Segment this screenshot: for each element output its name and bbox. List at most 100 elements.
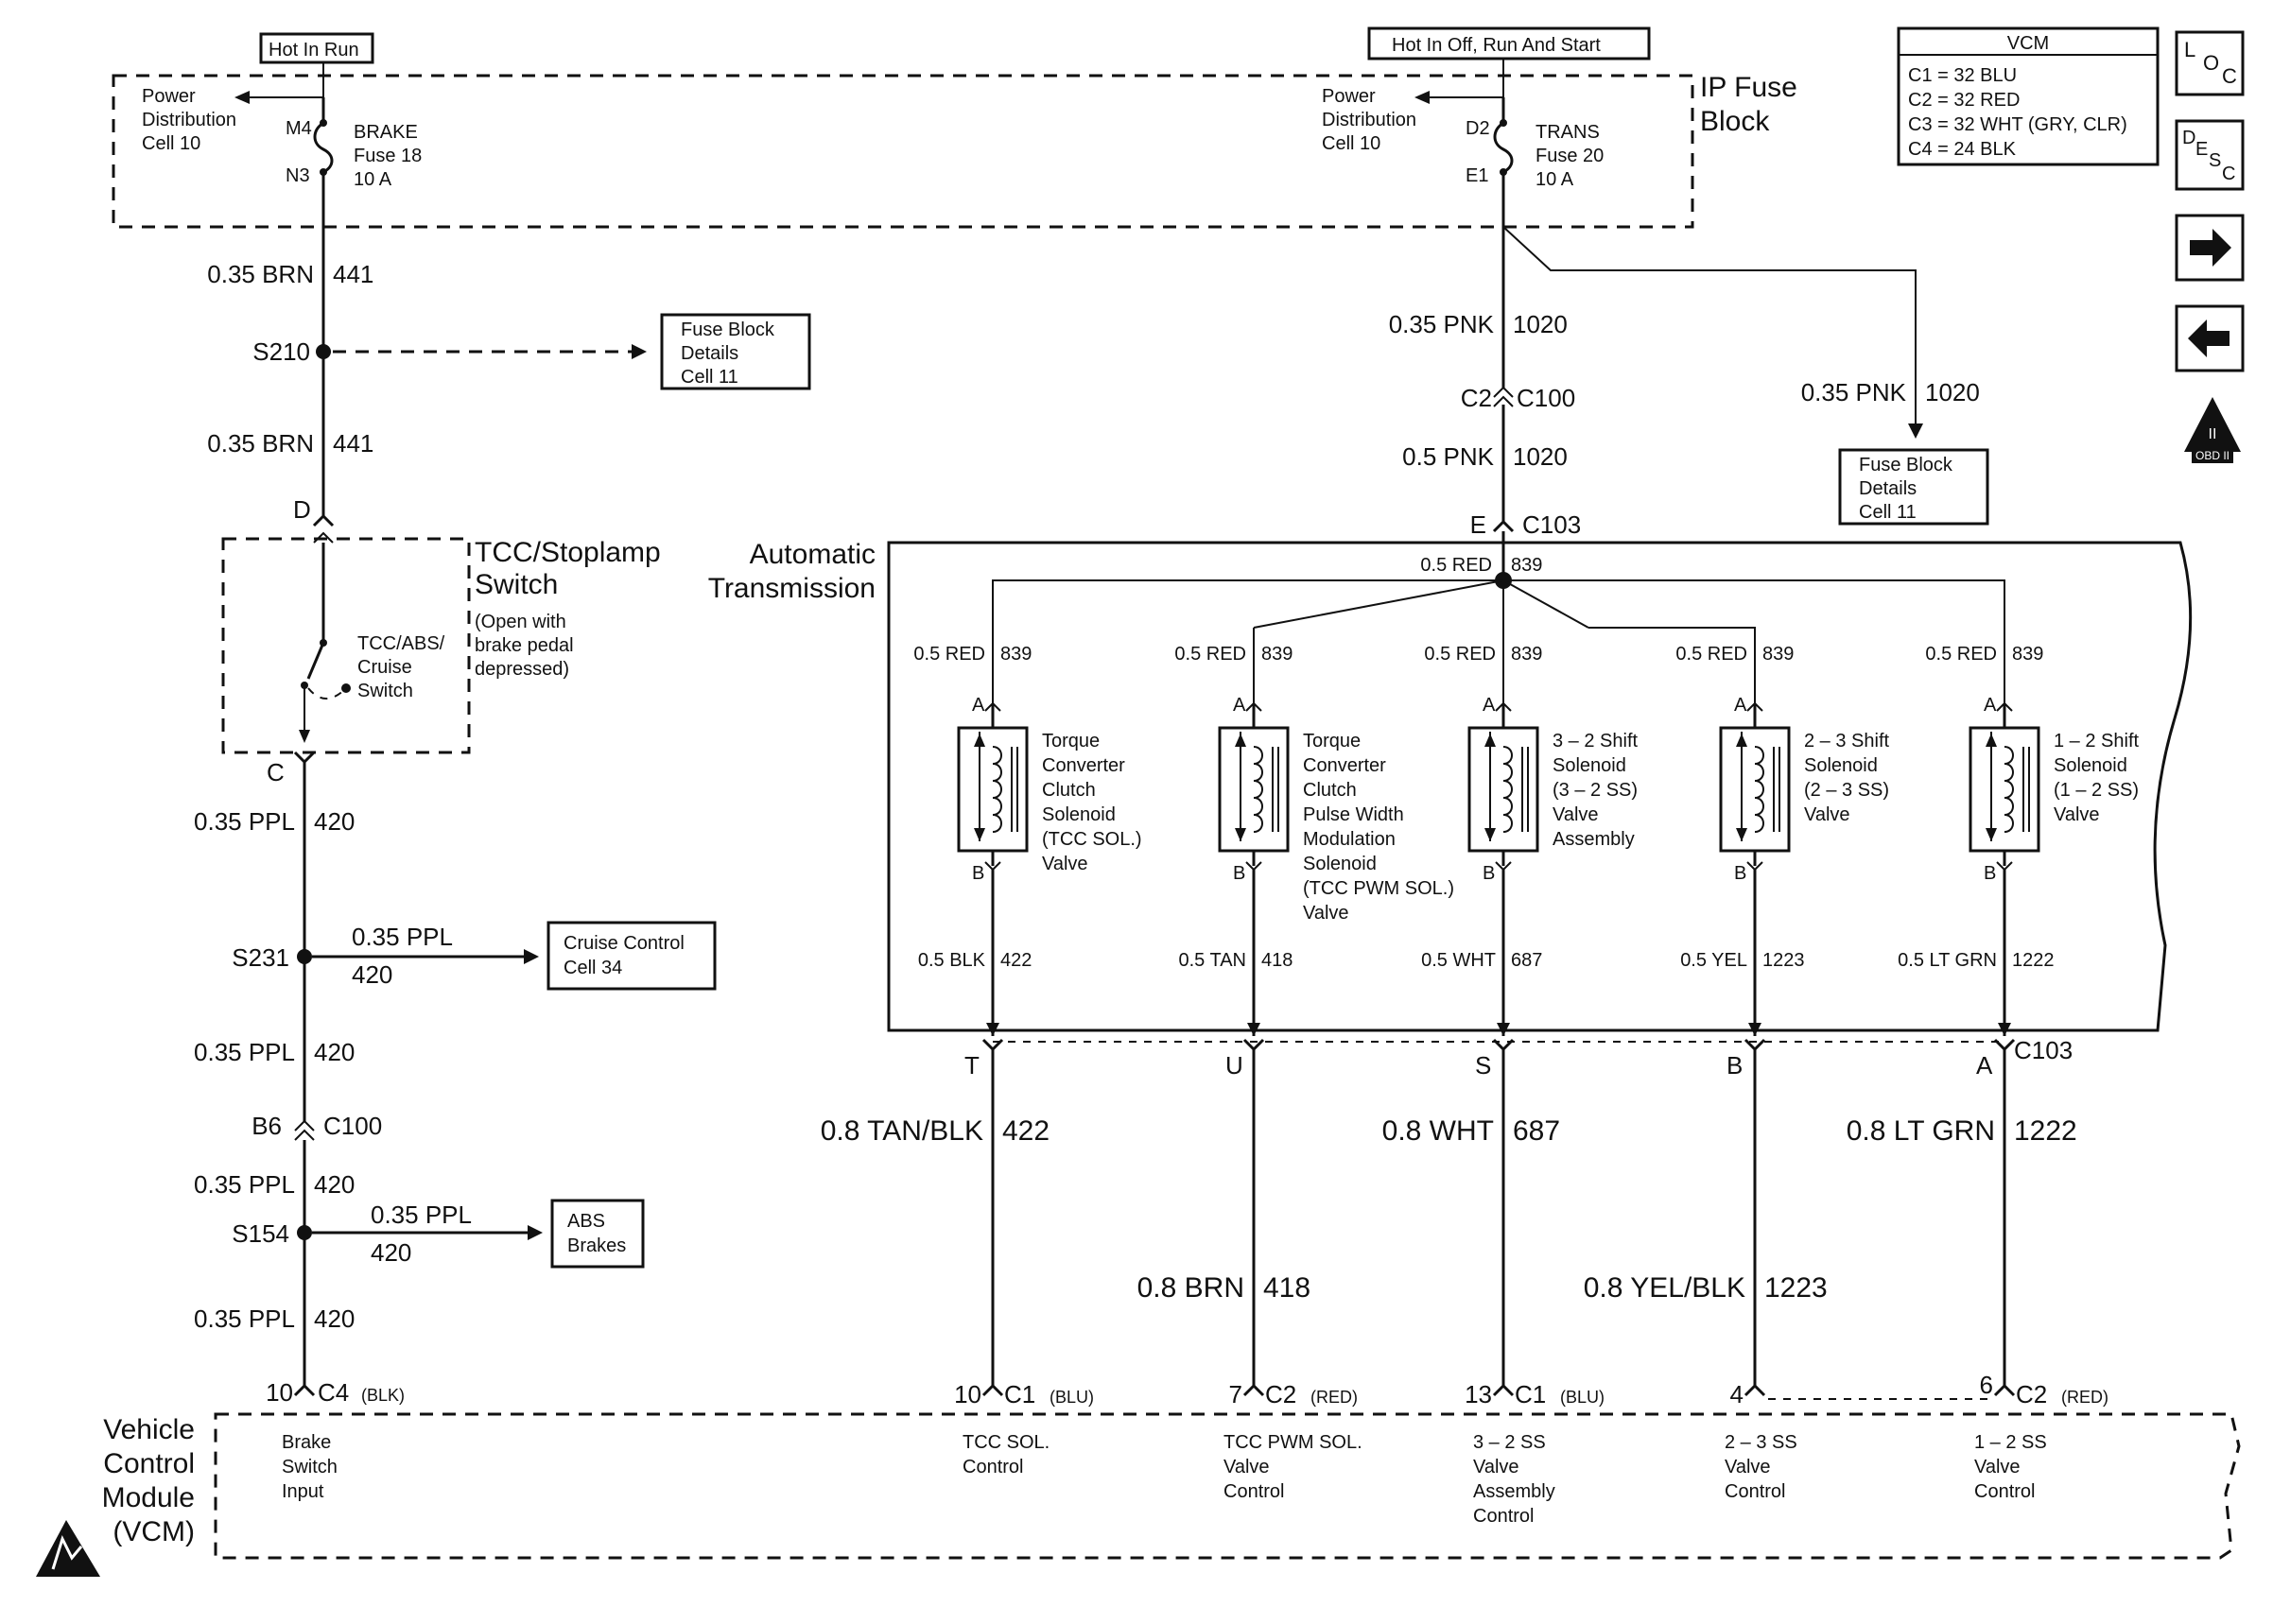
splice-s210: S210 [252, 337, 310, 366]
fuse-block-details-box-right[interactable] [1838, 448, 1989, 526]
solenoid-4-pin-a: A [1734, 695, 1747, 716]
solenoid-3-vcm-color: (BLU) [1560, 1388, 1605, 1407]
solenoid-3-label-2: Solenoid [1553, 755, 1626, 776]
solenoid-2-label-1: Torque [1303, 731, 1361, 752]
abs-brakes-box[interactable] [550, 1199, 645, 1269]
solenoid-2-vcm-label-1: TCC PWM SOL. [1223, 1432, 1362, 1453]
trans-fuse-pin-top: D2 [1466, 118, 1490, 139]
c100-trans-pin: C2 [1461, 384, 1492, 412]
solenoid-5-label-1: 1 – 2 Shift [2054, 731, 2140, 752]
arrow-left-icon[interactable] [2175, 304, 2245, 372]
solenoid-4-out-color: 0.5 YEL [1680, 950, 1747, 971]
solenoid-5-vcm-label-2: Valve [1974, 1457, 2021, 1477]
solenoid-4-label-3: (2 – 3 SS) [1804, 780, 1889, 801]
svg-text:C: C [2222, 64, 2237, 88]
switch-title-2: Switch [475, 569, 558, 600]
c100-left-pin: B6 [252, 1112, 282, 1140]
solenoid-3-label-4: Valve [1553, 804, 1599, 825]
solenoid-3-coil-icon [1502, 746, 1513, 833]
brake-fuse-pin-top: M4 [286, 118, 312, 139]
vcm-brake-color: (BLK) [361, 1386, 405, 1405]
branch-1020-number: 1020 [1925, 378, 1980, 406]
brake-power-dist-1: Power [142, 86, 196, 107]
solenoid-1-label-5: (TCC SOL.) [1042, 829, 1142, 850]
transmission-title-2: Transmission [708, 573, 876, 604]
wire-420-b-color: 0.35 PPL [194, 1038, 295, 1066]
automatic-transmission: Automatic Transmission 0.5 RED 839 C103 [708, 531, 2193, 1064]
wire-420-d-number: 420 [314, 1304, 355, 1333]
solenoid-5-label-2: Solenoid [2054, 755, 2127, 776]
solenoid-1-c103-pin: T [964, 1051, 980, 1080]
solenoid-1-label-4: Solenoid [1042, 804, 1116, 825]
solenoid-2-c103-pin: U [1225, 1051, 1243, 1080]
wire-441-b-number: 441 [333, 429, 373, 458]
vcm-title-4: (VCM) [113, 1516, 195, 1547]
trans-fuse-name: TRANS [1536, 122, 1600, 143]
svg-text:O: O [2203, 51, 2219, 75]
solenoid-3-vcm-label-2: Valve [1473, 1457, 1519, 1477]
hot-in-run-label: Hot In Run [269, 40, 359, 60]
solenoid-3-pin-b: B [1483, 863, 1495, 884]
esd-warning-icon [36, 1520, 100, 1577]
solenoid-3-harness-number: 687 [1513, 1115, 1560, 1147]
svg-text:OBD II: OBD II [2195, 449, 2230, 462]
solenoid-1-out-color: 0.5 BLK [918, 950, 986, 971]
solenoid-3-vcm-label-4: Control [1473, 1506, 1534, 1527]
solenoid-4-coil-icon [1754, 746, 1764, 833]
brake-fuse-group: Hot In Run Power Distribution Cell 10 M4… [142, 32, 422, 190]
cruise-box-1: Cruise Control [564, 933, 685, 954]
solenoid-5-vcm-label-3: Control [1974, 1481, 2035, 1502]
solenoid-4-pin-b: B [1734, 863, 1746, 884]
solenoid-3-vcm-label-1: 3 – 2 SS [1473, 1432, 1546, 1453]
solenoid-4-vcm-pin: 4 [1730, 1380, 1744, 1408]
loc-icon[interactable]: L O C [2175, 30, 2245, 96]
brake-fuse-icon [313, 121, 334, 174]
wire-1020-a-color: 0.35 PNK [1389, 310, 1495, 338]
solenoid-4-label-2: Solenoid [1804, 755, 1878, 776]
switch-note-3: depressed) [475, 659, 569, 680]
vcm-legend-row-3: C3 = 32 WHT (GRY, CLR) [1908, 114, 2127, 135]
solenoid-1-coil-icon [992, 746, 1002, 833]
arrow-right-icon[interactable] [2175, 214, 2245, 282]
solenoid-2-vcm-pin: 7 [1229, 1380, 1242, 1408]
wire-1020-b-number: 1020 [1513, 442, 1568, 471]
trans-fuse-icon [1493, 121, 1514, 174]
solenoid-2-body [1218, 726, 1290, 853]
left-ppl-circuit: C 0.35 PPL 420 S231 0.35 PPL 420 Cruise … [194, 751, 717, 1407]
solenoid-4-out-number: 1223 [1762, 950, 1805, 971]
solenoid-2-coil-icon [1253, 746, 1263, 833]
bus-wire-color: 0.5 RED [1420, 555, 1492, 576]
solenoid-3-out-color: 0.5 WHT [1421, 950, 1496, 971]
wire-1020-b-color: 0.5 PNK [1402, 442, 1494, 471]
fuse-details-left-3: Cell 11 [681, 367, 738, 388]
bus-wire-number: 839 [1511, 555, 1542, 576]
solenoid-2-feed-number: 839 [1261, 644, 1293, 665]
ip-fuse-block: IP Fuse Block [112, 72, 1797, 229]
desc-icon[interactable]: D E S C [2175, 119, 2245, 191]
trans-feed-circuit: 0.35 PNK 1020 C2 C100 0.5 PNK 1020 E C10… [1389, 172, 1989, 539]
switch-inner-3: Switch [357, 681, 413, 701]
cruise-control-box[interactable] [547, 921, 717, 991]
brake-power-dist-2: Distribution [142, 110, 236, 130]
solenoid-2-label-5: Modulation [1303, 829, 1396, 850]
solenoid-5-out-color: 0.5 LT GRN [1898, 950, 1997, 971]
solenoid-1-pin-b: B [972, 863, 984, 884]
vehicle-control-module: Vehicle Control Module (VCM) Brake Switc… [36, 1412, 2241, 1577]
trans-fuse-rating: 10 A [1536, 169, 1574, 190]
fuse-block-details-box-left[interactable] [660, 313, 811, 390]
vcm-brake-connector: C4 [318, 1378, 349, 1407]
solenoid-1-harness-number: 422 [1002, 1115, 1050, 1147]
wire-420-a-color: 0.35 PPL [194, 807, 295, 836]
solenoid-1-label-2: Converter [1042, 755, 1125, 776]
solenoid-4-label-1: 2 – 3 Shift [1804, 731, 1890, 752]
solenoid-4-vcm-label-2: Valve [1725, 1457, 1771, 1477]
solenoid-2-label-7: (TCC PWM SOL.) [1303, 878, 1454, 899]
solenoid-1-vcm-color: (BLU) [1050, 1388, 1094, 1407]
solenoid-3-label-5: Assembly [1553, 829, 1635, 850]
fuse-details-right-2: Details [1859, 478, 1917, 499]
switch-contact [306, 642, 325, 680]
vcm-legend-row-4: C4 = 24 BLK [1908, 139, 2017, 160]
branch-1020-color: 0.35 PNK [1801, 378, 1907, 406]
solenoid-3-harness-color: 0.8 WHT [1382, 1115, 1494, 1147]
abs-branch-number: 420 [371, 1238, 411, 1267]
